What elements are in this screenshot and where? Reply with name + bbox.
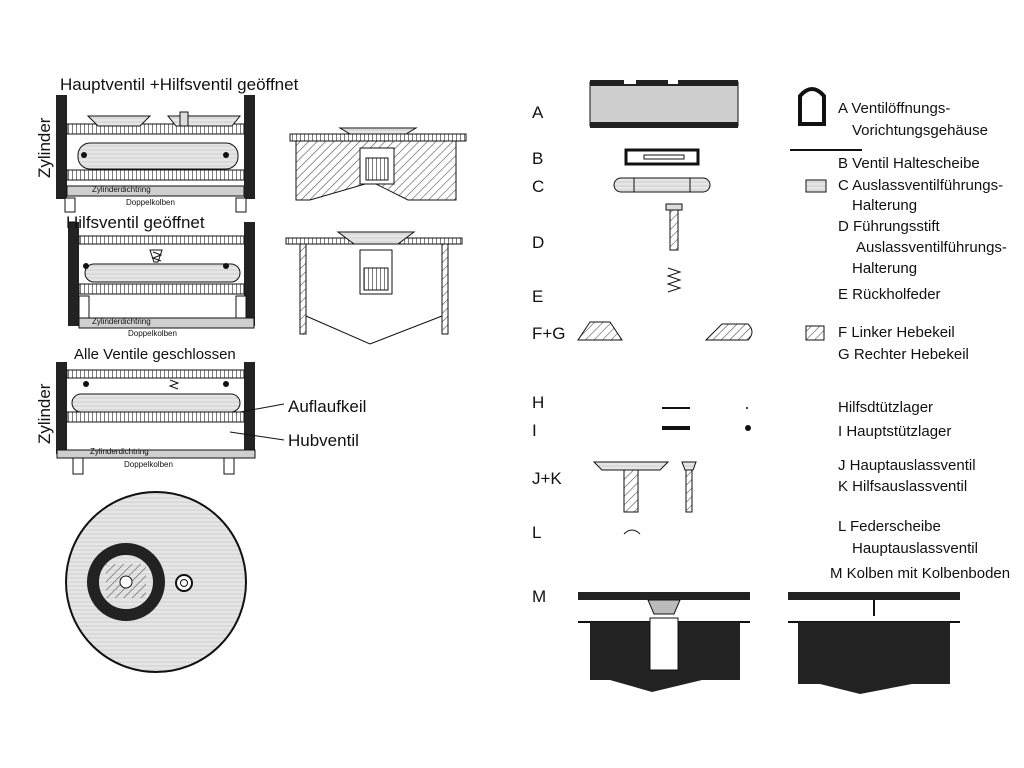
zylinder-label-lower: Zylinder [35, 383, 54, 444]
part-desc-I-1: I Hauptstützlager [838, 423, 952, 440]
part-letter-B: B [532, 149, 544, 168]
part-letter-E: E [532, 287, 544, 306]
zylinderdichtring-label-3: Zylinderdichtring [90, 447, 149, 456]
part-letter-M: M [532, 587, 547, 606]
part-FG-drawing [577, 321, 825, 341]
part-desc-C-1: C Auslassventilführungs- [838, 177, 1004, 194]
part-desc-D-2: Auslassventilführungs- [856, 239, 1007, 256]
part-desc-D-1: D Führungsstift [838, 218, 940, 235]
auflaufkeil-label: Auflaufkeil [288, 397, 367, 416]
part-desc-B-1: B Ventil Haltescheibe [838, 155, 980, 172]
part-B-drawing [624, 148, 700, 166]
part-C-drawing [613, 177, 827, 193]
part-desc-M-1: M Kolben mit Kolbenboden [830, 565, 1011, 582]
part-desc-L-1: L Federscheibe [838, 518, 941, 535]
part-M-drawing [578, 592, 960, 694]
part-desc-J-1: J Hauptauslassventil [838, 457, 976, 474]
part-letter-C: C [532, 177, 545, 196]
part-desc-F-1: F Linker Hebekeil [838, 324, 955, 341]
zylinderdichtring-label-1: Zylinderdichtring [92, 185, 151, 194]
doppelkolben-label-3: Doppelkolben [124, 460, 173, 469]
part-desc-K-1: K Hilfsauslassventil [838, 478, 968, 495]
part-desc-A-2: Vorichtungsgehäuse [852, 122, 988, 139]
part-desc-E-1: E Rückholfeder [838, 286, 941, 303]
part-desc-L-2: Hauptauslassventil [852, 540, 978, 557]
part-desc-D-3: Halterung [852, 260, 918, 277]
assembly-all-closed [56, 362, 285, 475]
part-D-drawing [665, 203, 683, 251]
part-A-drawing [589, 80, 862, 151]
top-view-disc [65, 491, 247, 673]
assembly-open-both [56, 95, 255, 213]
title-aux-open: Hilfsventil geöffnet [66, 213, 205, 232]
part-letter-A: A [532, 103, 544, 122]
zylinder-label-upper: Zylinder [35, 117, 54, 178]
zylinderdichtring-label-2: Zylinderdichtring [92, 317, 151, 326]
part-L-drawing [623, 529, 641, 535]
title-open-both: Hauptventil +Hilfsventil geöffnet [60, 75, 299, 94]
section-detail-lower [285, 231, 463, 345]
part-desc-G-1: G Rechter Hebekeil [838, 346, 969, 363]
part-desc-C-2: Halterung [852, 197, 918, 214]
doppelkolben-label-2: Doppelkolben [128, 329, 177, 338]
hubventil-label: Hubventil [288, 431, 359, 450]
part-desc-A-1: A Ventilöffnungs- [838, 100, 951, 117]
part-HI-drawing [662, 407, 751, 431]
section-detail-upper [289, 127, 467, 201]
part-letter-D: D [532, 233, 545, 252]
assembly-aux-open [68, 222, 255, 329]
part-desc-H-1: Hilfsdtützlager [838, 399, 934, 416]
part-JK-drawing [592, 461, 697, 513]
part-letter-I: I [532, 421, 537, 440]
part-letter-H: H [532, 393, 545, 412]
title-all-closed: Alle Ventile geschlossen [74, 346, 236, 363]
doppelkolben-label-1: Doppelkolben [126, 198, 175, 207]
part-letter-L: L [532, 523, 542, 542]
part-letter-FG: F+G [532, 324, 566, 343]
part-E-drawing [666, 267, 682, 293]
part-letter-JK: J+K [532, 469, 562, 488]
